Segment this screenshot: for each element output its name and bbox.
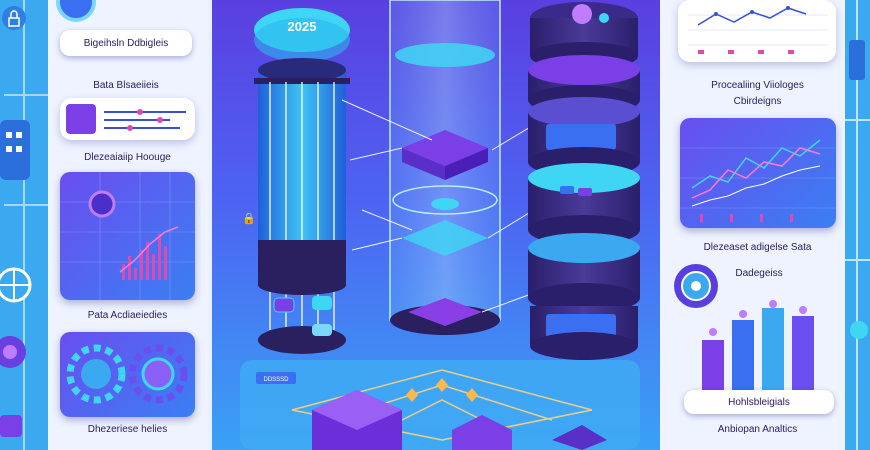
right-label-2: Cbirdeigns bbox=[733, 96, 782, 107]
left-bar-chart bbox=[60, 172, 195, 300]
lock-glyph: 🔒 bbox=[242, 212, 256, 225]
gears-icon bbox=[66, 344, 188, 404]
right-label-4: Dadegeiss bbox=[735, 268, 783, 279]
right-bar-chart bbox=[702, 300, 814, 390]
left-slider-card bbox=[60, 98, 195, 140]
server-rack-icon bbox=[0, 120, 30, 180]
slider-lines bbox=[66, 104, 186, 134]
left-label-3: Pata Acdiaeiedies bbox=[87, 310, 168, 321]
disk-stack bbox=[528, 2, 640, 360]
right-edge-icons bbox=[845, 0, 870, 450]
center-illustration: 2025 🔒 bbox=[240, 0, 640, 450]
base-tag: DDSSSD bbox=[263, 377, 289, 383]
prism-bottom bbox=[408, 298, 482, 326]
target-icon bbox=[672, 262, 720, 310]
right-line-chart bbox=[680, 139, 836, 222]
right-line-chart-card-top bbox=[678, 0, 836, 62]
right-line-chart-top bbox=[688, 6, 828, 54]
cube-right bbox=[452, 415, 512, 450]
right-label-1: Procealiing Viiologes bbox=[711, 80, 804, 91]
left-label-2: Dlezeaiaiip Hoouge bbox=[84, 152, 171, 163]
left-gears-card bbox=[60, 332, 195, 417]
right-pill[interactable]: Hohlsbleigials bbox=[684, 390, 834, 414]
left-chart-card bbox=[60, 172, 195, 300]
left-title-text: Bigeihsln Ddbigleis bbox=[83, 37, 169, 49]
right-label-3: Dlezeaset adigelse Sata bbox=[703, 242, 812, 253]
right-label-5: Anbiopan Analtics bbox=[717, 424, 798, 435]
top-ring-icon bbox=[56, 0, 96, 22]
left-label-4: Dhezeriese helies bbox=[87, 424, 168, 435]
tile-stack bbox=[552, 425, 607, 450]
left-label-1: Bata Blsaeiieis bbox=[93, 80, 159, 91]
left-title-pill[interactable]: Bigeihsln Ddbigleis bbox=[60, 30, 192, 56]
cylinder-base bbox=[258, 326, 346, 354]
right-line-chart-card bbox=[680, 118, 836, 228]
year-label: 2025 bbox=[288, 19, 317, 34]
right-pill-text: Hohlsbleigials bbox=[728, 396, 790, 408]
prism-middle bbox=[402, 220, 488, 256]
folder-icon bbox=[0, 415, 22, 437]
left-edge-icons bbox=[0, 0, 48, 450]
